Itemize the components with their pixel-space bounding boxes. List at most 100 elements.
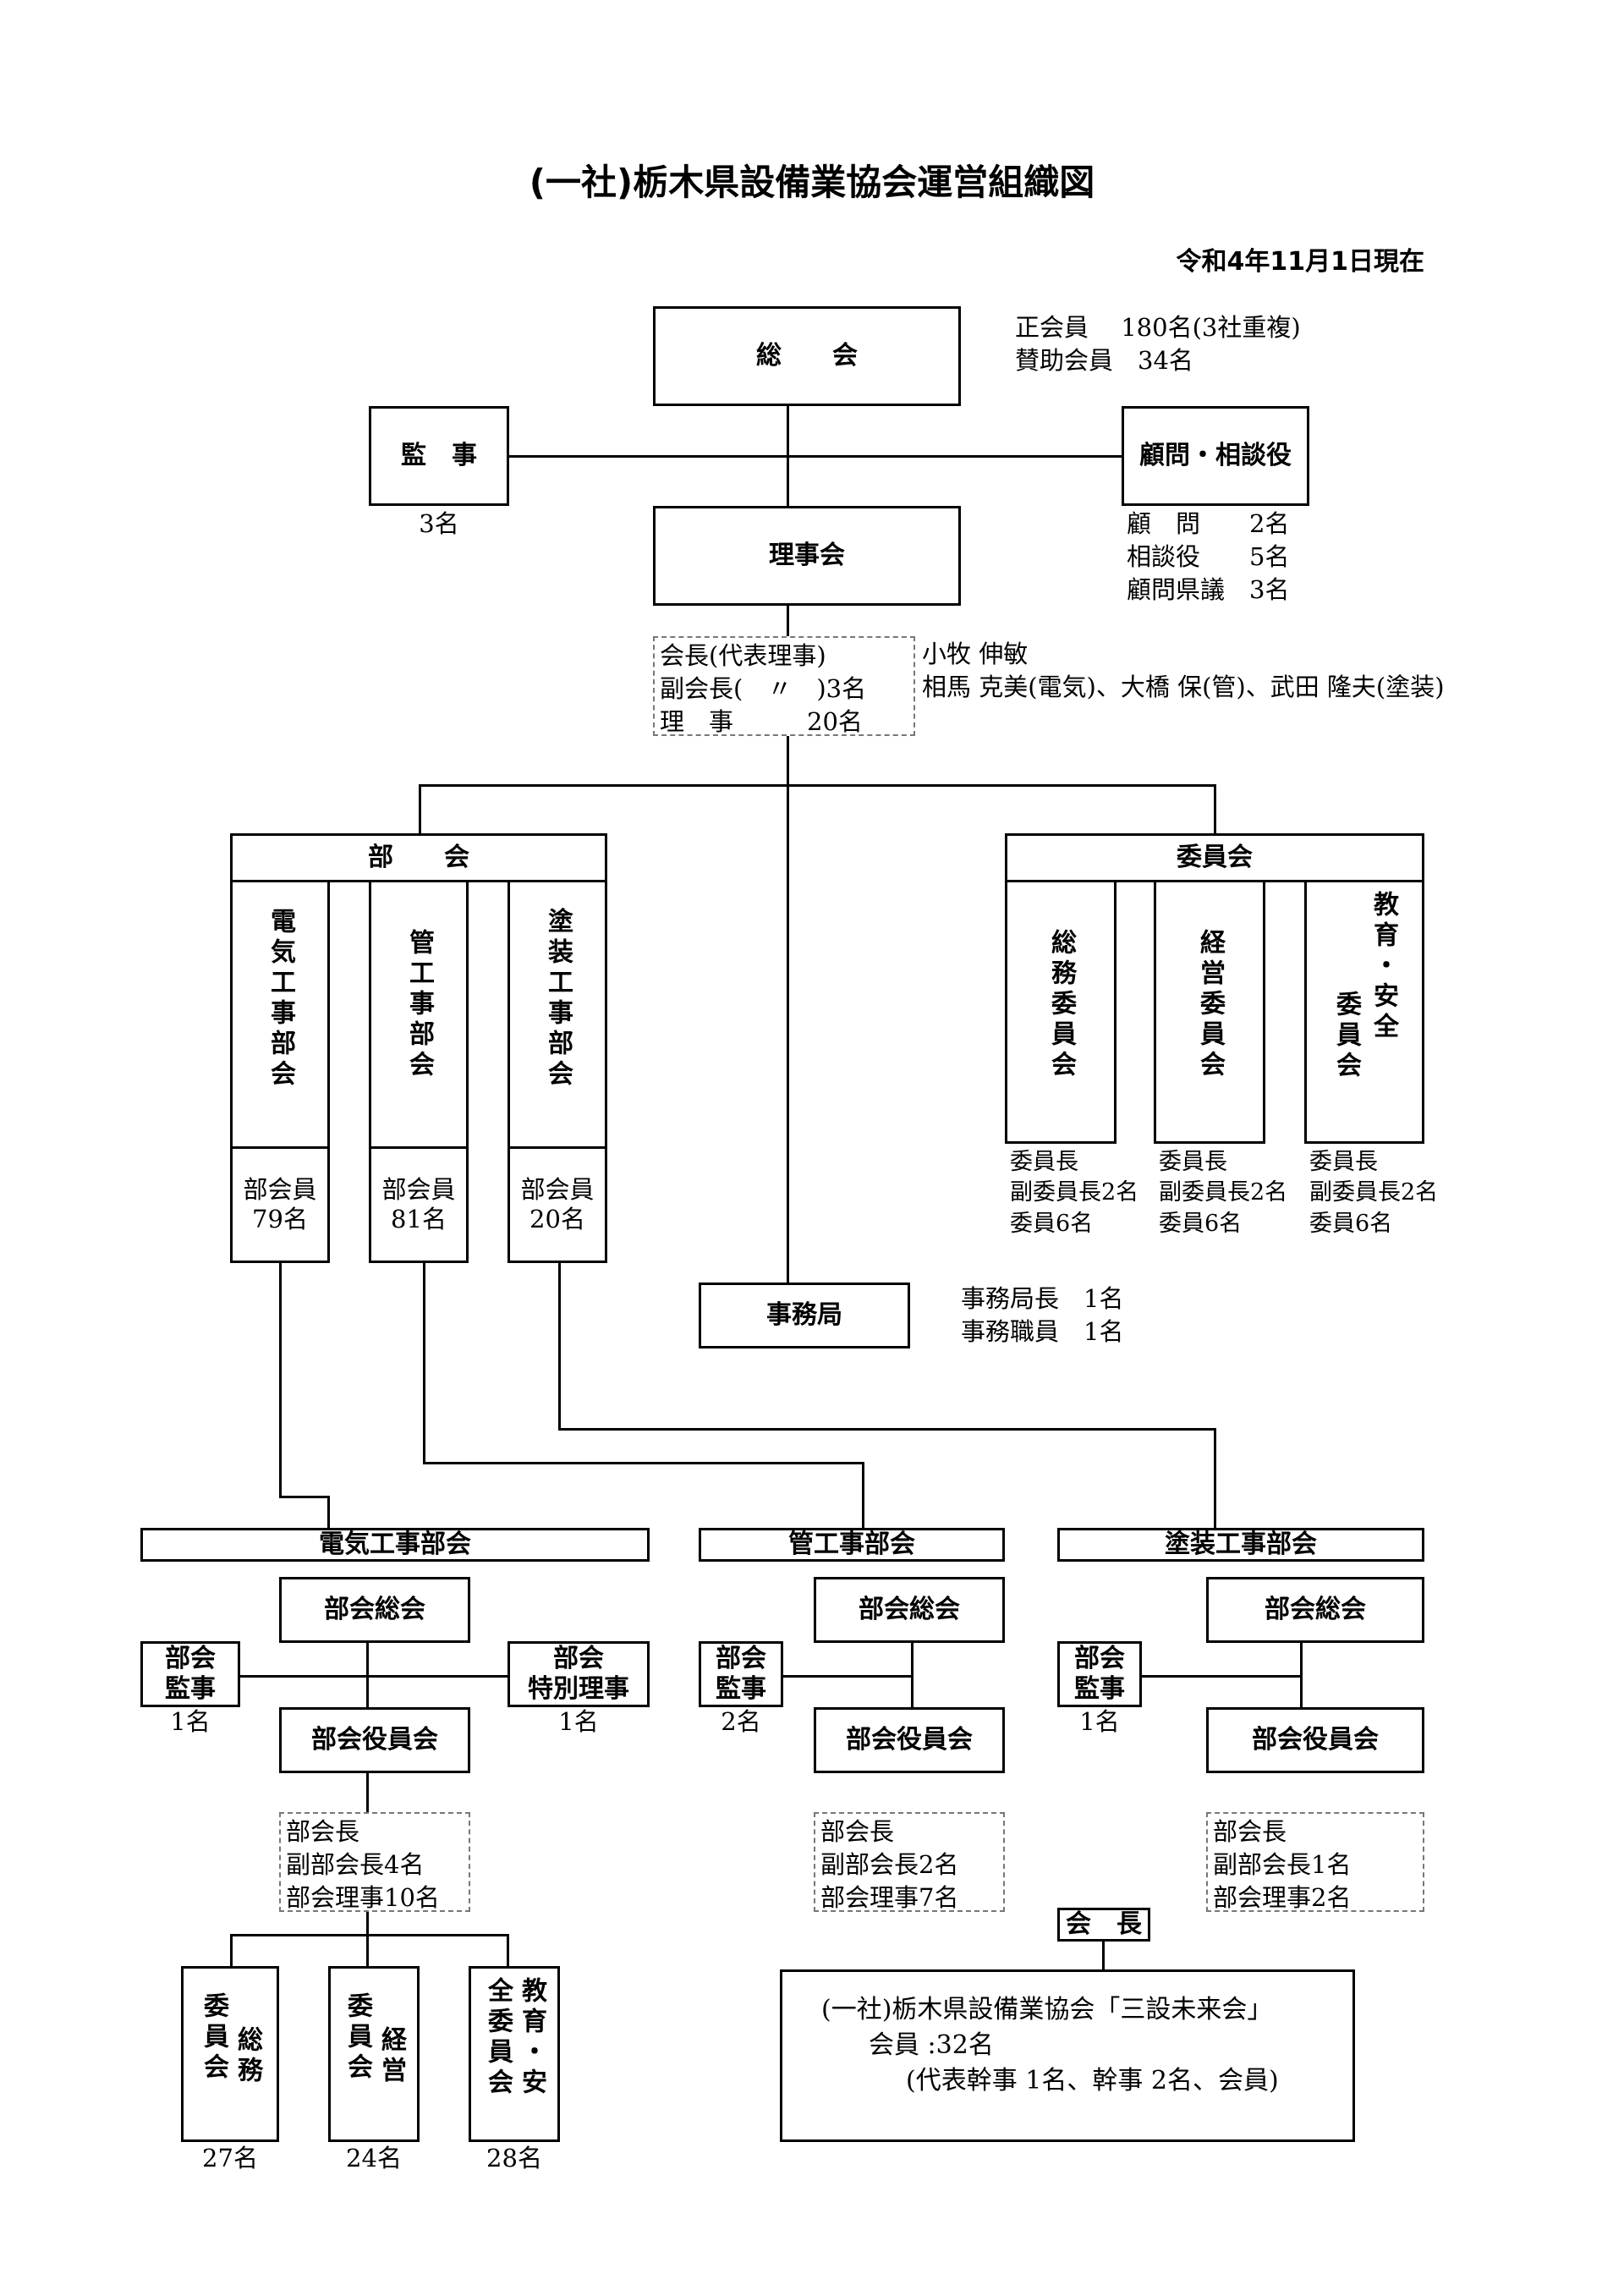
elec-auditor-label: 監事: [165, 1674, 216, 1704]
secretariat-detail: 事務局長 1名 事務職員 1名: [961, 1283, 1123, 1348]
connector-line: [1214, 784, 1216, 833]
chairman-name: 小牧 伸敏: [922, 640, 1029, 668]
division-painting: 塗装工事部会: [508, 880, 607, 1149]
committee-general-affairs: 総務委員会: [1005, 880, 1116, 1144]
committee-education-safety-members: 委員長 副委員長2名 委員6名: [1309, 1147, 1438, 1239]
regular-members: 正会員 180名(3社重複): [1015, 313, 1301, 342]
connector-line: [279, 1496, 330, 1498]
elec-committee-education-safety-label: 教育・安: [517, 1977, 546, 2099]
members-label: 部会員: [381, 1175, 456, 1205]
future-member-breakdown: (代表幹事 1名、幹事 2名、会員): [906, 2066, 1279, 2096]
committee-management-label: 経営委員会: [1195, 929, 1225, 1081]
prefectural-advisor-count: 顧問県議 3名: [1127, 575, 1290, 605]
connector-line: [327, 1496, 330, 1530]
board-label: 理事会: [769, 541, 845, 570]
elec-committee-general-affairs: 総務 委員会: [181, 1966, 279, 2142]
division-electrical-members: 部会員 79名: [230, 1146, 330, 1263]
paint-officers-label: 部会役員会: [1252, 1725, 1379, 1755]
connector-line: [419, 784, 1216, 787]
elec-committee-education-safety: 教育・安 全委員会: [469, 1966, 560, 2142]
secretariat-box: 事務局: [699, 1283, 910, 1348]
pipe-general-meeting: 部会総会: [814, 1577, 1005, 1643]
pipe-auditor-count: 2名: [721, 1707, 761, 1736]
members-count: 81名: [391, 1205, 447, 1233]
paint-vice-head: 副部会長1名: [1213, 1850, 1352, 1880]
vice-chairman-names: 相馬 克美(電気)、大橋 保(管)、武田 隆夫(塗装): [922, 673, 1445, 702]
connector-line: [279, 1261, 282, 1497]
divisions-header: 部 会: [230, 833, 607, 882]
general-meeting-box: 総 会: [653, 306, 961, 406]
general-meeting-members: 正会員 180名(3社重複) 賛助会員 34名: [1015, 311, 1301, 377]
elec-special-director-label: 部会: [553, 1644, 604, 1673]
elec-roles: 部会長 副部会長4名 部会理事10名: [279, 1812, 470, 1912]
elec-auditor-box: 部会 監事: [140, 1641, 240, 1707]
pipe-officers-label: 部会役員会: [846, 1725, 973, 1755]
paint-officers: 部会役員会: [1206, 1707, 1424, 1773]
committees-header: 委員会: [1005, 833, 1424, 882]
elec-division-header-label: 電気工事部会: [319, 1530, 471, 1559]
elec-vice-head: 副部会長4名: [286, 1850, 425, 1880]
elec-committee-education-safety-count: 28名: [486, 2144, 542, 2172]
division-pipe: 管工事部会: [369, 880, 469, 1149]
pipe-division-header: 管工事部会: [699, 1528, 1005, 1562]
elec-committee-general-affairs-label: 委員会: [199, 1992, 228, 2084]
secretariat-chief: 事務局長 1名: [961, 1284, 1124, 1313]
connector-line: [787, 736, 789, 1294]
as-of-date: 令和4年11月1日現在: [1176, 247, 1425, 277]
paint-auditor-box: 部会 監事: [1057, 1641, 1142, 1707]
future-member-count: 会員 :32名: [869, 2030, 994, 2060]
divisions-label: 部 会: [368, 843, 469, 872]
connector-line: [366, 1772, 369, 1815]
paint-directors: 部会理事2名: [1213, 1883, 1352, 1913]
elec-general-meeting: 部会総会: [279, 1577, 470, 1643]
paint-division-header-label: 塗装工事部会: [1165, 1530, 1317, 1559]
connector-line: [787, 605, 789, 639]
connector-line: [558, 1428, 1216, 1431]
division-electrical: 電気工事部会: [230, 880, 330, 1149]
secretariat-label: 事務局: [766, 1300, 842, 1330]
committee-vice-chair: 副委員長2名: [1010, 1179, 1139, 1206]
division-pipe-label: 管工事部会: [404, 929, 434, 1081]
vice-chairman-role: 副会長( 〃 )3名: [660, 674, 867, 704]
board-roles: 会長(代表理事) 副会長( 〃 )3名 理 事 20名: [653, 636, 915, 736]
committee-management: 経営委員会: [1154, 880, 1265, 1144]
auditor-count: 3名: [419, 509, 459, 538]
connector-line: [423, 1261, 425, 1464]
committee-chair: 委員長: [1309, 1149, 1378, 1175]
committee-vice-chair: 副委員長2名: [1309, 1179, 1439, 1206]
connector-line: [558, 1261, 561, 1430]
connector-line: [366, 1912, 369, 1936]
elec-auditor-count: 1名: [170, 1707, 211, 1736]
secretariat-staff: 事務職員 1名: [961, 1317, 1124, 1347]
paint-auditor-label: 部会: [1074, 1644, 1125, 1673]
elec-directors: 部会理事10名: [286, 1883, 440, 1913]
future-association-box: (一社)栃木県設備業協会「三設未来会」 会員 :32名 (代表幹事 1名、幹事 …: [780, 1969, 1355, 2142]
page-title: (一社)栃木県設備業協会運営組織図: [529, 162, 1095, 203]
elec-division-head: 部会長: [286, 1817, 360, 1846]
elec-committee-general-affairs-label: 総務: [233, 2026, 262, 2087]
committee-members: 委員6名: [1159, 1210, 1243, 1237]
connector-line: [419, 784, 421, 833]
pipe-directors: 部会理事7名: [820, 1883, 959, 1913]
members-count: 79名: [252, 1205, 308, 1233]
paint-general-meeting: 部会総会: [1206, 1577, 1424, 1643]
committees-label: 委員会: [1177, 843, 1253, 872]
elec-committee-management: 経営 委員会: [328, 1966, 420, 2142]
committee-general-affairs-label: 総務委員会: [1046, 929, 1076, 1081]
supporting-members: 賛助会員 34名: [1015, 346, 1193, 376]
director-role: 理 事 20名: [660, 707, 863, 737]
division-painting-members: 部会員 20名: [508, 1146, 607, 1263]
committee-education-safety: 教育・安全 委員会: [1304, 880, 1424, 1144]
elec-committee-general-affairs-count: 27名: [202, 2144, 258, 2172]
committee-vice-chair: 副委員長2名: [1159, 1179, 1288, 1206]
elec-special-director-count: 1名: [558, 1707, 599, 1736]
elec-auditor-label: 部会: [165, 1644, 216, 1673]
counselor-count: 相談役 5名: [1127, 542, 1290, 572]
connector-line: [239, 1675, 509, 1678]
connector-line: [782, 1675, 913, 1678]
pipe-auditor-box: 部会 監事: [699, 1641, 783, 1707]
connector-line: [862, 1462, 864, 1530]
connector-line: [507, 1934, 509, 1968]
elec-officers-label: 部会役員会: [311, 1725, 438, 1755]
committee-members: 委員6名: [1309, 1210, 1393, 1237]
